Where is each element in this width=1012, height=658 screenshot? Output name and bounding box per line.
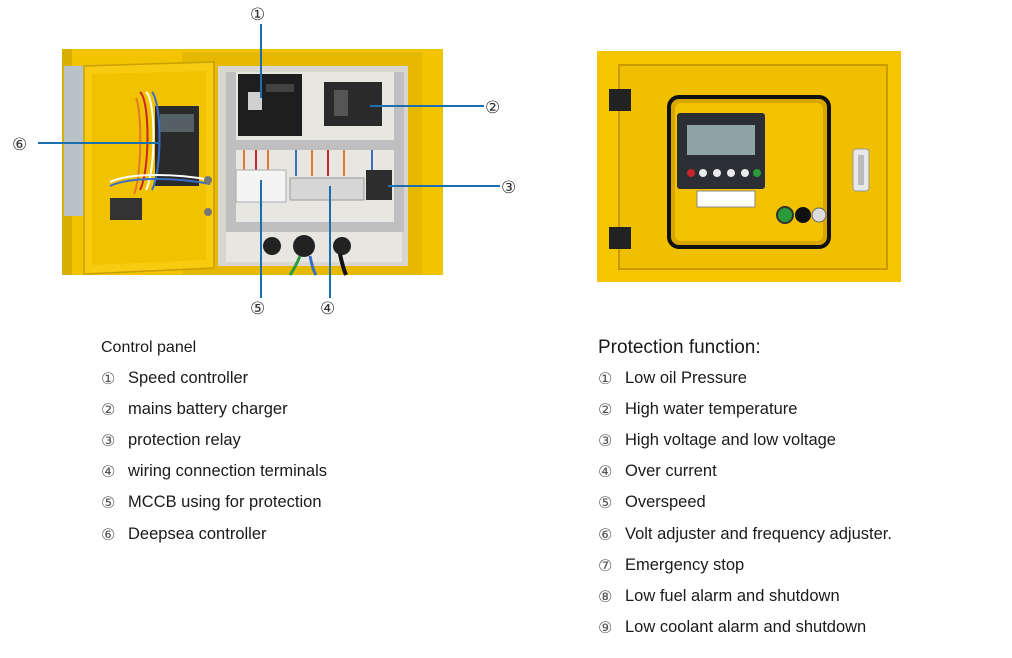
callout-5: ⑤ <box>250 299 265 319</box>
list-item: ③ protection relay <box>101 425 327 456</box>
item-number: ⑦ <box>598 555 613 575</box>
list-item: ② mains battery charger <box>101 394 327 425</box>
protection-title: Protection function: <box>598 337 761 358</box>
item-number: ⑥ <box>598 524 613 544</box>
item-label: Over current <box>625 462 717 481</box>
item-number: ③ <box>598 431 613 451</box>
control-panel-photo: ① ② ③ ④ ⑤ ⑥ <box>12 5 516 319</box>
item-number: ④ <box>101 462 116 482</box>
item-number: ③ <box>101 431 116 451</box>
item-number: ② <box>101 400 116 420</box>
protection-list: ① Low oil Pressure ② High water temperatur… <box>598 363 892 643</box>
item-label: protection relay <box>128 431 241 450</box>
list-item: ⑨ Low coolant alarm and shutdown <box>598 612 892 643</box>
item-label: High voltage and low voltage <box>625 431 836 450</box>
item-label: Overspeed <box>625 493 706 512</box>
item-label: mains battery charger <box>128 400 288 419</box>
list-item: ① Speed controller <box>101 363 327 394</box>
item-label: Low coolant alarm and shutdown <box>625 617 867 636</box>
item-label: Deepsea controller <box>128 524 267 543</box>
list-item: ⑥ Deepsea controller <box>101 518 327 549</box>
item-number: ② <box>598 400 613 420</box>
item-label: MCCB using for protection <box>128 493 322 512</box>
item-label: Low oil Pressure <box>625 369 747 388</box>
item-number: ⑧ <box>598 586 613 606</box>
callout-4: ④ <box>320 299 335 319</box>
item-number: ⑤ <box>598 493 613 513</box>
callout-3: ③ <box>501 178 516 198</box>
callout-2: ② <box>485 98 500 118</box>
item-number: ① <box>101 369 116 389</box>
control-panel-list: ① Speed controller ② mains battery charger… <box>101 363 327 550</box>
item-number: ⑥ <box>101 524 116 544</box>
list-item: ① Low oil Pressure <box>598 363 892 394</box>
item-number: ⑤ <box>101 493 116 513</box>
callout-6: ⑥ <box>12 135 27 155</box>
list-item: ⑤ MCCB using for protection <box>101 487 327 518</box>
item-number: ⑨ <box>598 617 613 637</box>
item-label: Speed controller <box>128 369 249 388</box>
item-number: ④ <box>598 462 613 482</box>
item-label: Low fuel alarm and shutdown <box>625 586 840 605</box>
control-panel-title: Control panel <box>101 339 197 356</box>
item-label: Emergency stop <box>625 555 745 574</box>
list-item: ② High water temperature <box>598 394 892 425</box>
item-label: wiring connection terminals <box>128 462 328 481</box>
list-item: ④ Over current <box>598 456 892 487</box>
enclosure-photo <box>597 51 901 282</box>
item-number: ① <box>598 369 613 389</box>
list-item: ③ High voltage and low voltage <box>598 425 892 456</box>
list-item: ⑦ Emergency stop <box>598 550 892 581</box>
list-item: ⑧ Low fuel alarm and shutdown <box>598 581 892 612</box>
callout-1: ① <box>250 5 265 25</box>
list-item: ④ wiring connection terminals <box>101 456 327 487</box>
list-item: ⑤ Overspeed <box>598 487 892 518</box>
item-label: High water temperature <box>625 400 798 419</box>
list-item: ⑥ Volt adjuster and frequency adjuster. <box>598 518 892 549</box>
item-label: Volt adjuster and frequency adjuster. <box>625 524 892 543</box>
